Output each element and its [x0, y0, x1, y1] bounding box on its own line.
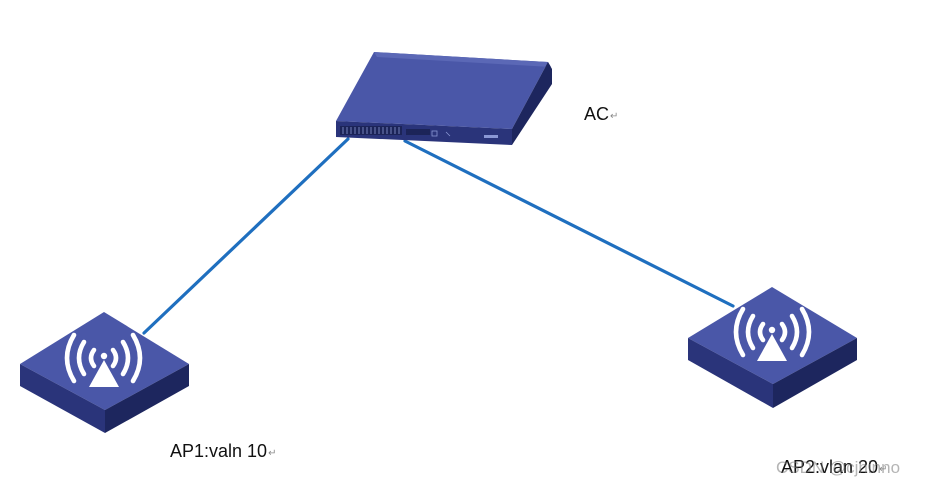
ap2-label-text: AP2:vlan 20 [781, 457, 879, 477]
return-mark-icon: ↵ [879, 464, 888, 475]
ac-label: AC↵ [584, 104, 618, 125]
ap1-label-text: AP1:valn 10 [170, 441, 268, 461]
ap1-device [20, 312, 189, 433]
wifi-waves-icon [64, 332, 143, 384]
return-mark-icon: ↵ [610, 111, 619, 122]
ac-label-text: AC [584, 104, 610, 124]
wifi-waves-icon [733, 306, 812, 358]
ap2-device [688, 287, 857, 408]
switch-ports-icon [340, 126, 498, 138]
return-mark-icon: ↵ [268, 448, 277, 459]
watermark: CSDN @cjhinno [776, 458, 901, 477]
antenna-icon [89, 360, 119, 387]
ac-device [336, 52, 552, 145]
ap2-label: AP2:vlan 20↵ [781, 457, 887, 478]
link-ac-ap2 [403, 139, 735, 308]
ap1-label: AP1:valn 10↵ [170, 441, 276, 462]
link-ac-ap1 [142, 137, 350, 335]
antenna-icon [757, 334, 787, 361]
